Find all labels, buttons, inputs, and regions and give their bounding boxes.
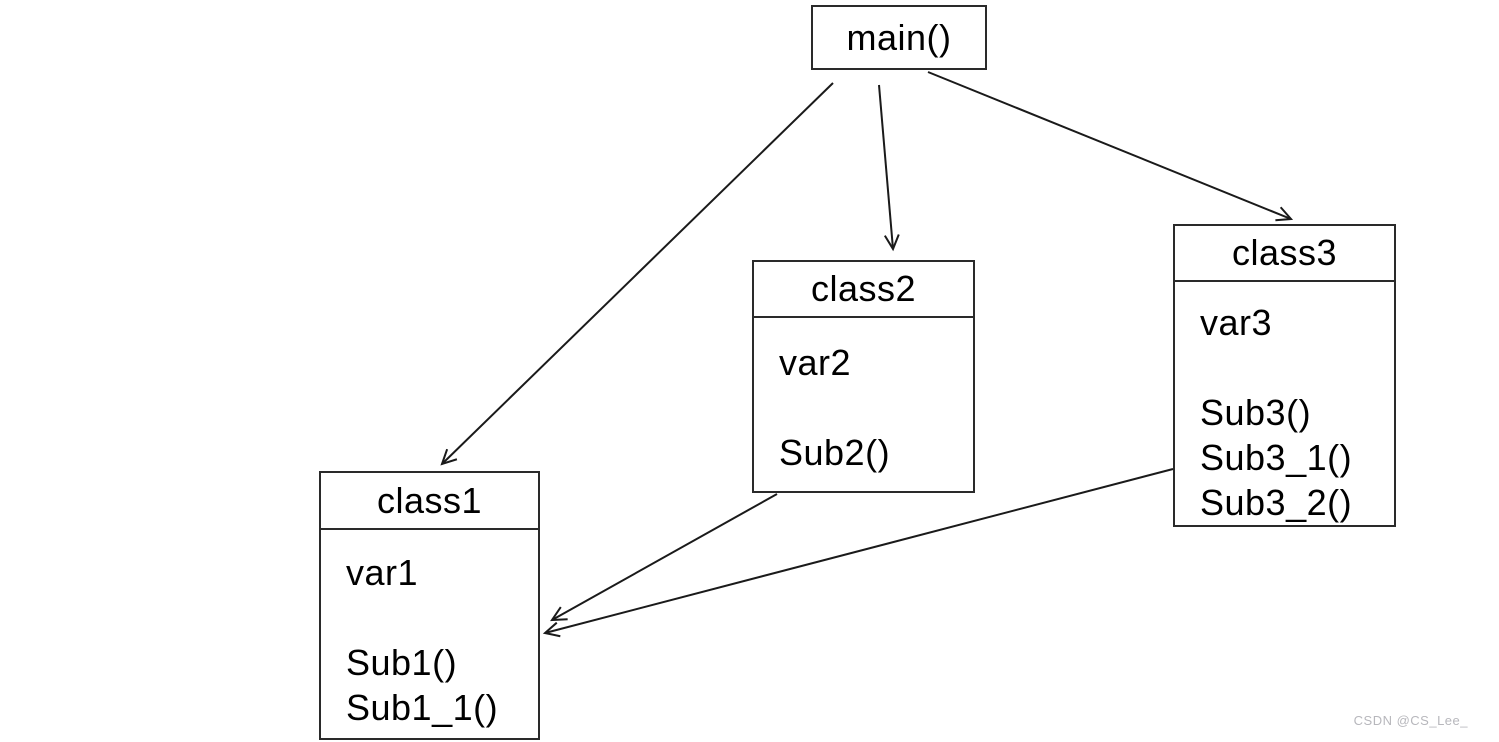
class1-box: class1 var1 Sub1() Sub1_1() xyxy=(319,471,540,740)
class3-method: Sub3_1() xyxy=(1200,437,1353,478)
class2-variable: var2 xyxy=(779,342,852,383)
main-box: main() xyxy=(811,5,987,70)
spacer-line xyxy=(346,595,538,640)
spacer-line xyxy=(1200,345,1394,390)
class1-body: var1 Sub1() Sub1_1() xyxy=(321,530,538,730)
class3-variable: var3 xyxy=(1200,302,1273,343)
arrow-main-to-class3 xyxy=(927,71,1294,222)
spacer-line xyxy=(779,385,973,430)
class2-box: class2 var2 Sub2() xyxy=(752,260,975,493)
arrow-class3-to-class1 xyxy=(542,468,1174,638)
arrow-class2-to-class1 xyxy=(550,493,778,622)
class1-variable: var1 xyxy=(346,552,419,593)
class3-method: Sub3() xyxy=(1200,392,1312,433)
class3-box: class3 var3 Sub3() Sub3_1() Sub3_2() xyxy=(1173,224,1396,527)
class3-title: class3 xyxy=(1175,226,1394,282)
arrow-main-to-class2 xyxy=(878,84,900,252)
class1-title: class1 xyxy=(321,473,538,530)
watermark: CSDN @CS_Lee_ xyxy=(1353,713,1468,728)
class3-body: var3 Sub3() Sub3_1() Sub3_2() xyxy=(1175,282,1394,525)
class1-method: Sub1_1() xyxy=(346,687,499,728)
class3-method: Sub3_2() xyxy=(1200,482,1353,523)
class2-body: var2 Sub2() xyxy=(754,318,973,475)
main-box-label: main() xyxy=(846,16,952,58)
class2-title: class2 xyxy=(754,262,973,318)
class1-method: Sub1() xyxy=(346,642,458,683)
class2-method: Sub2() xyxy=(779,432,891,473)
